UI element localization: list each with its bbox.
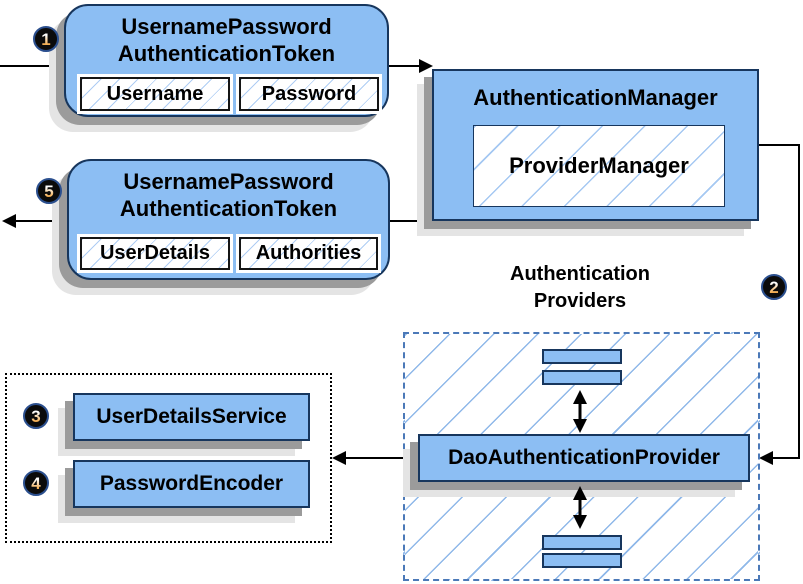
request-token-title: UsernamePassword AuthenticationToken [66,6,387,67]
step-badge-5: 5 [36,178,62,204]
password-encoder-box: PasswordEncoder [73,460,310,508]
user-details-service-box: UserDetailsService [73,393,310,441]
authentication-providers-label: Authentication Providers [455,261,705,315]
authorities-field-box: Authorities [236,234,381,273]
userdetails-field-label: UserDetails [99,242,211,264]
step-badge-1-number: 1 [41,29,51,49]
step-badge-4-number: 4 [31,473,41,493]
result-token-title-line2: AuthenticationToken [119,196,338,221]
step-badge-2: 2 [761,274,787,300]
step2-flow-line [759,144,800,459]
authentication-manager-box: AuthenticationManager ProviderManager [432,69,759,221]
provider-placeholder-bar [542,370,622,385]
bidirectional-arrow-bottom-down-head [573,515,587,529]
provider-manager-box: ProviderManager [473,125,725,207]
provider-placeholder-bar [542,535,622,550]
password-field-box: Password [236,74,382,114]
bidirectional-arrow-top-up-head [573,390,587,404]
result-token-title-line1: UsernamePassword [123,169,334,194]
request-token-title-line1: UsernamePassword [121,14,332,39]
step-badge-5-number: 5 [44,181,54,201]
step-badge-1: 1 [33,26,59,52]
username-field-box: Username [77,74,233,114]
authentication-providers-label-line2: Providers [533,290,627,312]
step2-arrowhead [759,451,773,465]
result-token-box: UsernamePassword AuthenticationToken Use… [67,159,390,280]
authentication-providers-label-line1: Authentication [510,263,650,285]
step-badge-2-number: 2 [769,277,779,297]
userdetails-field-box: UserDetails [77,234,233,273]
password-field-label: Password [261,82,357,105]
collaborators-group-box [5,373,332,543]
provider-to-collaborators-arrowhead [332,451,346,465]
dao-authentication-provider-box: DaoAuthenticationProvider [418,434,750,482]
step5-arrowhead [2,214,16,228]
request-token-box: UsernamePassword AuthenticationToken Use… [64,4,389,117]
step-badge-3-number: 3 [31,406,41,426]
authorities-field-label: Authorities [255,242,362,264]
step1-arrowhead [419,59,433,73]
provider-placeholder-bar [542,553,622,568]
bidirectional-arrow-top-down-head [573,419,587,433]
bidirectional-arrow-bottom-up-head [573,486,587,500]
request-token-title-line2: AuthenticationToken [117,41,336,66]
provider-placeholder-bar [542,349,622,364]
password-encoder-label: PasswordEncoder [99,472,284,495]
username-field-label: Username [106,82,204,105]
step-badge-4: 4 [23,470,49,496]
step-badge-3: 3 [23,403,49,429]
provider-manager-label: ProviderManager [509,153,689,178]
user-details-service-label: UserDetailsService [96,405,287,428]
result-token-title: UsernamePassword AuthenticationToken [69,161,388,222]
authentication-manager-title: AuthenticationManager [473,85,718,110]
dao-authentication-provider-label: DaoAuthenticationProvider [448,446,720,469]
